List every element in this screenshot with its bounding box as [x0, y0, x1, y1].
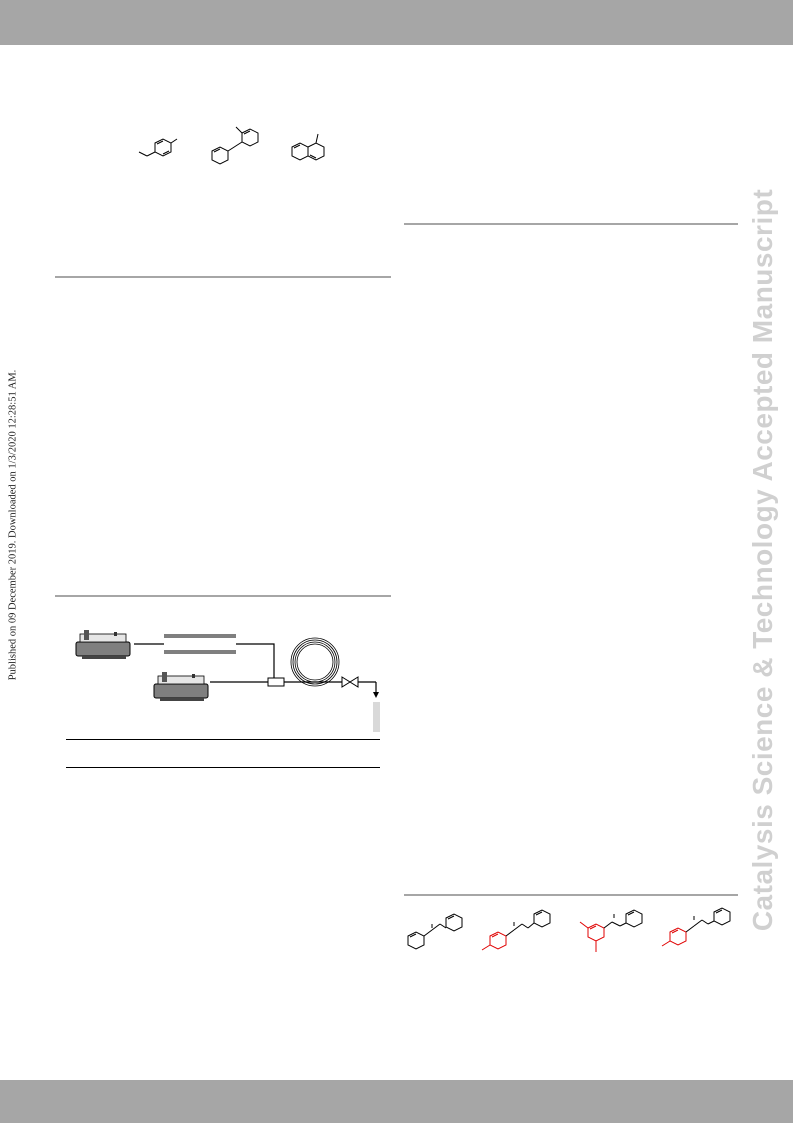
table-rule — [404, 223, 738, 225]
table-rule-thin — [66, 767, 380, 768]
back-pressure-valve — [341, 676, 359, 688]
figure-rule — [55, 595, 391, 597]
table-rule — [55, 276, 391, 278]
syringe-pump-1 — [75, 630, 131, 659]
methylnaphthalene-structure — [291, 133, 325, 161]
packed-bed-column — [164, 634, 236, 654]
product-structure-1 — [407, 913, 463, 950]
product-structure-2 — [481, 909, 551, 951]
publication-note: Published on 09 December 2019. Downloade… — [7, 369, 19, 681]
header-bar — [0, 0, 793, 45]
flow-reactor-diagram — [75, 630, 380, 732]
table-rule-thin — [66, 739, 380, 740]
syringe-pump-2 — [153, 672, 209, 701]
product-structures — [407, 907, 731, 952]
t-mixer — [267, 677, 285, 687]
journal-watermark: Catalysis Science & Technology Accepted … — [747, 188, 778, 932]
substrate-structures — [138, 126, 325, 165]
collection-vial — [373, 702, 380, 732]
table-rule — [404, 894, 738, 896]
coil-reactor — [290, 637, 340, 687]
ethyltoluene-structure — [138, 138, 178, 157]
methylbiphenyl-structure — [211, 126, 259, 165]
footer-bar — [0, 1080, 793, 1123]
product-structure-3 — [579, 909, 643, 952]
outlet-arrow — [373, 692, 379, 698]
product-structure-4 — [661, 907, 731, 947]
